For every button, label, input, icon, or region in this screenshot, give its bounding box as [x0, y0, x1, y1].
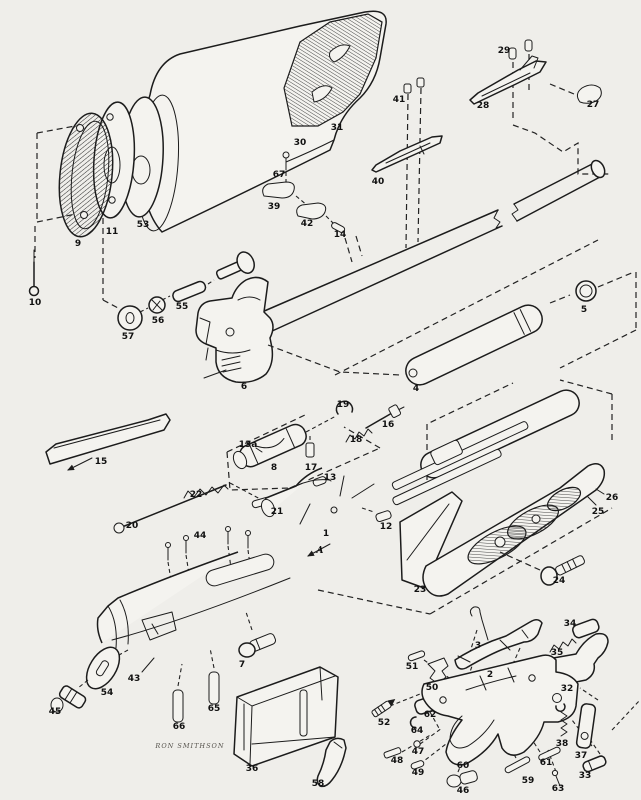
- part-label-66: 66: [173, 722, 186, 732]
- artist-signature: RON SMITHSON: [154, 742, 224, 750]
- part-label-49: 49: [412, 768, 425, 778]
- trigger-group: [316, 606, 641, 788]
- part-label-30: 30: [294, 138, 307, 148]
- part-label-34: 34: [564, 619, 577, 629]
- part-label-55: 55: [176, 302, 189, 312]
- stock-bolt-screw: [28, 249, 40, 297]
- part-label-57: 57: [122, 332, 135, 342]
- part-label-25: 25: [592, 507, 605, 517]
- part-label-19: 19: [337, 400, 350, 410]
- part-label-61: 61: [540, 758, 553, 768]
- part-label-53: 53: [137, 220, 150, 230]
- part-label-64: 64: [411, 726, 424, 736]
- part-label-40: 40: [372, 177, 385, 187]
- marker-A: A: [316, 546, 324, 556]
- part-label-46: 46: [457, 786, 470, 796]
- part-label-1: 1: [323, 529, 329, 539]
- part-label-39: 39: [268, 202, 281, 212]
- part-label-41: 41: [393, 95, 406, 105]
- part-label-layer: 1234567891011121313a14151617181920212223…: [29, 46, 619, 796]
- part-label-5: 5: [581, 305, 587, 315]
- part-label-17: 17: [305, 463, 318, 473]
- part-label-50: 50: [426, 683, 439, 693]
- magazine-group: [233, 666, 339, 767]
- part-label-37: 37: [575, 751, 588, 761]
- part-label-21: 21: [271, 507, 284, 517]
- part-label-47: 47: [412, 747, 425, 757]
- stock-assembly-group: [28, 10, 387, 331]
- part-label-51: 51: [406, 662, 419, 672]
- part-label-12: 12: [380, 522, 393, 532]
- part-label-32: 32: [561, 684, 574, 694]
- part-label-26: 26: [606, 493, 619, 503]
- part-label-7: 7: [239, 660, 245, 670]
- forend-group: [50, 526, 331, 723]
- part-label-58: 58: [312, 779, 325, 789]
- part-label-4: 4: [413, 384, 419, 394]
- rear-sight-group: [371, 77, 443, 249]
- part-label-36: 36: [246, 764, 259, 774]
- part-label-20: 20: [126, 521, 139, 531]
- part-label-2: 2: [487, 670, 493, 680]
- part-label-28: 28: [477, 101, 490, 111]
- part-label-31: 31: [331, 123, 344, 133]
- part-label-62: 62: [424, 710, 437, 720]
- part-label-52: 52: [378, 718, 391, 728]
- part-label-59: 59: [522, 776, 535, 786]
- part-label-22: 22: [190, 490, 203, 500]
- part-label-63: 63: [552, 784, 565, 794]
- part-label-60: 60: [457, 761, 470, 771]
- part-label-8: 8: [271, 463, 277, 473]
- part-label-9: 9: [75, 239, 81, 249]
- part-label-23: 23: [414, 585, 427, 595]
- swivel-parts-group: [262, 151, 363, 263]
- part-label-42: 42: [301, 219, 314, 229]
- part-label-11: 11: [106, 227, 119, 237]
- part-label-67: 67: [273, 170, 286, 180]
- part-label-43: 43: [128, 674, 141, 684]
- part-label-65: 65: [208, 704, 221, 714]
- part-label-18: 18: [350, 435, 363, 445]
- part-label-44: 44: [194, 531, 207, 541]
- part-label-38: 38: [556, 739, 569, 749]
- bolt-assembly-group: [45, 400, 405, 534]
- part-label-45: 45: [49, 707, 62, 717]
- part-label-13: 13: [324, 473, 337, 483]
- barrel-group: [195, 159, 606, 384]
- part-label-6: 6: [241, 382, 247, 392]
- part-label-10: 10: [29, 298, 42, 308]
- part-label-3: 3: [475, 641, 481, 651]
- part-label-35: 35: [551, 648, 564, 658]
- front-sight-group: [469, 39, 610, 175]
- part-label-13a: 13a: [239, 440, 258, 450]
- part-label-15: 15: [95, 457, 108, 467]
- part-label-54: 54: [101, 688, 114, 698]
- part-label-56: 56: [152, 316, 165, 326]
- part-label-24: 24: [553, 576, 566, 586]
- part-label-14: 14: [334, 230, 347, 240]
- gas-tube-group: [267, 239, 637, 386]
- action-tube-group: [317, 379, 613, 615]
- part-label-27: 27: [587, 100, 600, 110]
- part-label-29: 29: [498, 46, 511, 56]
- part-label-33: 33: [579, 771, 592, 781]
- part-label-48: 48: [391, 756, 404, 766]
- side-panels-group: [399, 463, 606, 597]
- part-label-16: 16: [382, 420, 395, 430]
